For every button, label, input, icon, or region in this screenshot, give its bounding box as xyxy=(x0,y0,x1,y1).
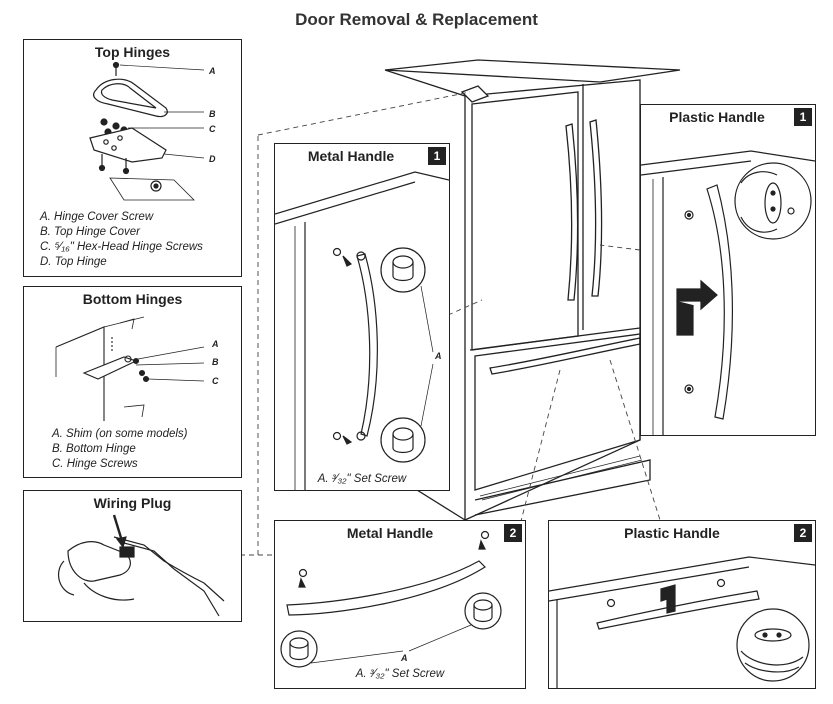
plastic-handle-step1-title: Plastic Handle xyxy=(669,109,765,125)
step-badge: 2 xyxy=(794,524,812,542)
bottom-hinges-legend: A. Shim (on some models) B. Bottom Hinge… xyxy=(52,427,188,472)
wiring-plug-title: Wiring Plug xyxy=(93,495,172,511)
bottom-hinges-panel: Bottom Hinges A B C A. Shim (on some mod… xyxy=(23,286,242,478)
legend-item: A. Shim (on some models) xyxy=(52,428,188,440)
plastic-handle-step1-panel: Plastic Handle 1 xyxy=(640,104,816,436)
wiring-plug-panel: Wiring Plug xyxy=(23,490,242,622)
bottom-hinge-illustration xyxy=(55,316,205,421)
plastic-handle-step2-illustration xyxy=(549,556,815,688)
metal-handle-step2-caption: A. ³⁄₃₂" Set Screw xyxy=(355,668,445,680)
top-hinge-letter-b: B xyxy=(209,109,216,119)
plastic-handle-step2-title: Plastic Handle xyxy=(624,525,720,541)
bottom-hinges-title: Bottom Hinges xyxy=(82,291,183,307)
metal-handle-step2-title: Metal Handle xyxy=(346,525,434,541)
step-badge: 1 xyxy=(794,108,812,126)
top-hinges-title: Top Hinges xyxy=(94,44,171,60)
bottom-hinge-letter-c: C xyxy=(212,376,219,386)
top-hinges-legend: A. Hinge Cover Screw B. Top Hinge Cover … xyxy=(40,210,203,270)
legend-item: B. Top Hinge Cover xyxy=(40,226,140,238)
top-hinge-illustration xyxy=(89,61,205,201)
metal-handle-step1-caption: A. ³⁄₃₂" Set Screw xyxy=(317,473,407,485)
legend-item: C. Hinge Screws xyxy=(52,458,138,470)
plastic-handle-step1-illustration xyxy=(641,150,815,435)
metal-handle-step1-letter-a: A xyxy=(435,351,442,361)
legend-item: B. Bottom Hinge xyxy=(52,443,136,455)
metal-handle-step1-panel: Metal Handle 1 A A. ³⁄₃₂ xyxy=(274,143,450,491)
wiring-plug-illustration xyxy=(57,514,225,617)
metal-handle-step2-illustration xyxy=(280,530,502,668)
top-hinge-letter-d: D xyxy=(209,154,216,164)
metal-handle-step1-illustration xyxy=(275,171,449,490)
legend-item: A. Hinge Cover Screw xyxy=(40,211,154,223)
legend-item: D. Top Hinge xyxy=(40,256,107,268)
step-badge: 2 xyxy=(504,524,522,542)
top-hinges-panel: Top Hinges xyxy=(23,39,242,277)
metal-handle-step1-title: Metal Handle xyxy=(307,148,395,164)
top-hinge-letter-a: A xyxy=(209,66,216,76)
bottom-hinge-letter-a: A xyxy=(212,339,219,349)
metal-handle-step2-panel: Metal Handle 2 A A. ³⁄₃₂" Set Screw xyxy=(274,520,526,689)
bottom-hinge-letter-b: B xyxy=(212,357,219,367)
legend-item: C. ⁵⁄₁₆" Hex-Head Hinge Screws xyxy=(40,241,203,253)
metal-handle-step2-letter-a: A xyxy=(401,653,408,663)
top-hinge-letter-c: C xyxy=(209,124,216,134)
step-badge: 1 xyxy=(428,147,446,165)
page-title: Door Removal & Replacement xyxy=(295,10,538,29)
plastic-handle-step2-panel: Plastic Handle 2 xyxy=(548,520,816,689)
